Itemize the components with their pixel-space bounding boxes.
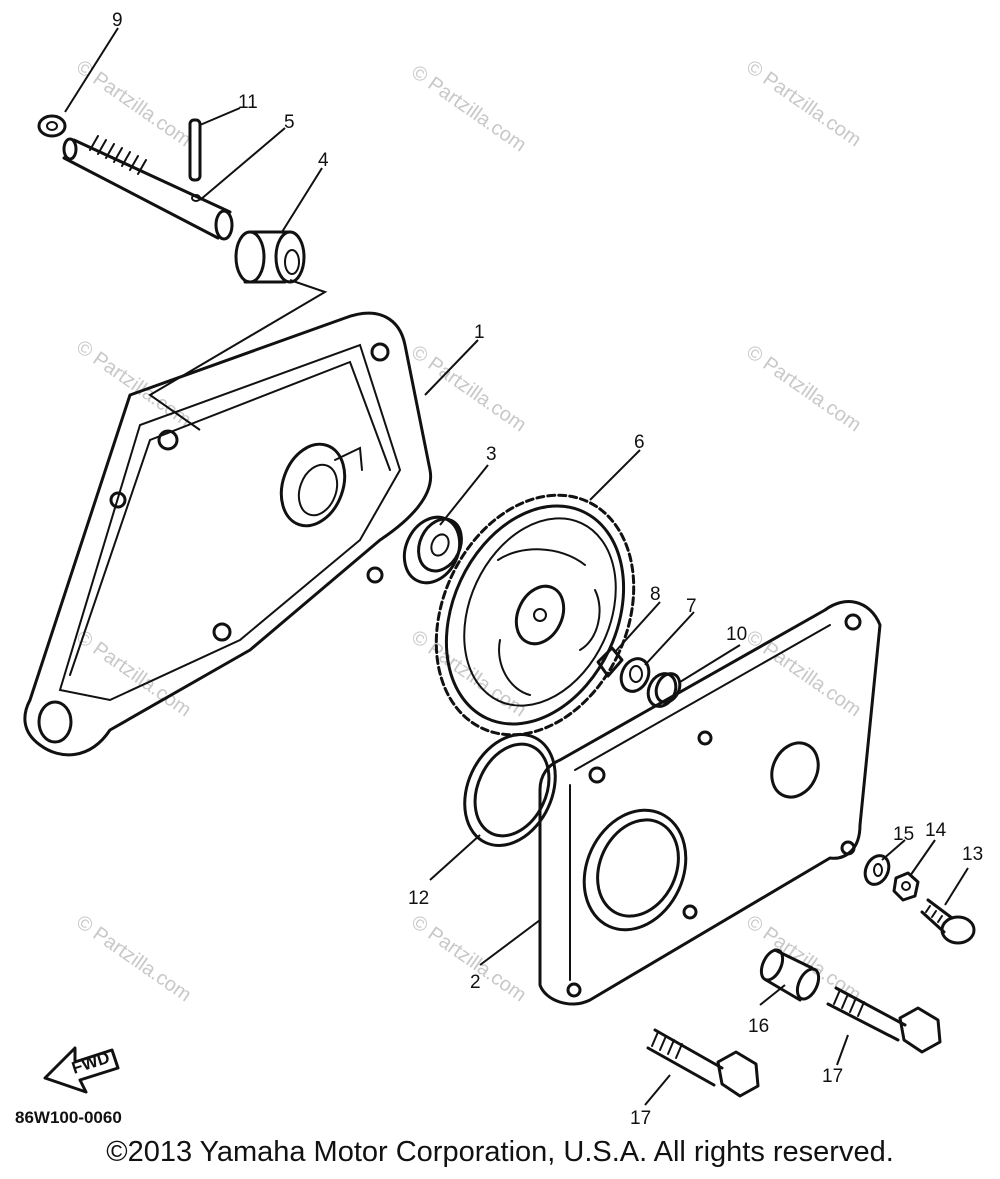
part-9-washer: [37, 114, 67, 138]
part-14-nut: [892, 871, 920, 902]
callout-8: 8: [650, 584, 661, 605]
callout-11: 11: [238, 92, 258, 113]
watermark: © Partzilla.com: [407, 341, 530, 436]
leader-lines: [64, 27, 969, 1106]
callout-2: 2: [470, 972, 481, 993]
watermark: © Partzilla.com: [72, 626, 195, 721]
callout-10: 10: [726, 624, 747, 645]
callout-15: 15: [893, 824, 914, 845]
callout-16: 16: [748, 1016, 769, 1037]
callout-5: 5: [284, 112, 295, 133]
drawing-code: 86W100-0060: [15, 1108, 122, 1127]
part-15-washer: [863, 854, 891, 886]
watermark: © Partzilla.com: [407, 61, 530, 156]
watermark: © Partzilla.com: [72, 336, 195, 431]
watermark: © Partzilla.com: [742, 341, 865, 436]
callout-17-right: 17: [822, 1066, 843, 1087]
copyright-notice: ©2013 Yamaha Motor Corporation, U.S.A. A…: [106, 1136, 894, 1168]
watermark: © Partzilla.com: [407, 911, 530, 1006]
part-1-gear-case: [23, 311, 433, 757]
callout-1: 1: [474, 322, 485, 343]
callout-14: 14: [925, 820, 947, 841]
part-4-bushing: [234, 230, 306, 284]
callout-7: 7: [686, 596, 697, 617]
callout-12: 12: [408, 888, 429, 909]
watermark: © Partzilla.com: [742, 56, 865, 151]
part-11-pin: [188, 118, 202, 182]
watermark: © Partzilla.com: [72, 911, 195, 1006]
part-13-screw: [920, 898, 976, 945]
part-17-bolt-right: [826, 986, 942, 1054]
callout-4: 4: [318, 150, 329, 171]
fwd-arrow-icon: FWD: [43, 1046, 120, 1094]
part-16-sleeve: [759, 948, 821, 1002]
callout-17-left: 17: [630, 1108, 651, 1129]
part-8-key: [596, 646, 624, 678]
callouts: 9 11 5 4 1 3 6 8 7 10 12 2 15 14 13 16 1…: [112, 10, 983, 1129]
part-17-bolt-left: [646, 1028, 760, 1098]
callout-6: 6: [634, 432, 645, 453]
part-7-washer: [619, 657, 651, 693]
callout-3: 3: [486, 444, 497, 465]
callout-9: 9: [112, 10, 123, 31]
part-3-bearing: [402, 515, 463, 585]
callout-13: 13: [962, 844, 983, 865]
part-2-cover: [538, 600, 882, 1006]
part-12-o-ring: [463, 733, 557, 847]
part-5-shaft: [62, 135, 234, 241]
